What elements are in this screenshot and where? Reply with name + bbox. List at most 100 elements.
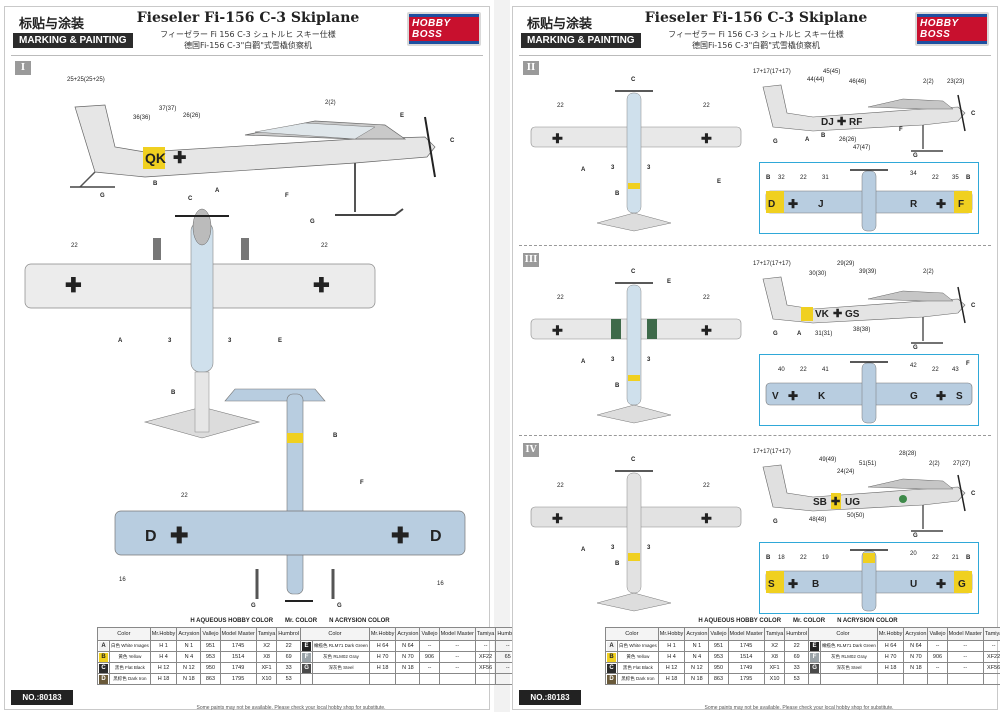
svg-text:23(23): 23(23) (947, 79, 964, 85)
color-swatch: D (605, 673, 618, 685)
product-number: NO.:80183 (11, 690, 73, 705)
col-header: Mr.Hobby (368, 627, 397, 641)
vallejo-code: 906 (419, 651, 440, 663)
svg-text:22: 22 (932, 175, 939, 181)
col-header: Color (300, 627, 370, 641)
callout-22-left: 22 (71, 243, 78, 249)
empty-cell (312, 673, 370, 685)
col-header: Tamiya (474, 627, 497, 641)
svg-text:D: D (768, 199, 775, 210)
svg-text:G: G (251, 603, 256, 609)
svg-text:✚: ✚ (701, 511, 712, 526)
model-master-code: 1749 (727, 662, 765, 674)
svg-text:22: 22 (557, 295, 564, 301)
col-header: Vallejo (708, 627, 729, 641)
mr-hobby-code: H 1 (657, 640, 686, 652)
callout-22-under: 22 (181, 493, 188, 499)
humbrol-code: 69 (784, 651, 810, 663)
callout-16-left: 16 (119, 577, 126, 583)
empty-cell (808, 673, 822, 685)
color-swatch: F (300, 651, 314, 663)
acrysion-code: N 18 (176, 673, 202, 685)
col-header: Mr.Hobby (876, 627, 905, 641)
model-master-code: 1514 (727, 651, 765, 663)
color-swatch: F (808, 651, 822, 663)
acrysion-code: N 1 (684, 640, 710, 652)
svg-text:24(24): 24(24) (837, 469, 854, 475)
svg-text:S: S (956, 391, 963, 402)
page-gutter (494, 0, 510, 712)
svg-text:✚: ✚ (701, 131, 712, 146)
svg-text:31(31): 31(31) (815, 331, 832, 337)
svg-text:B: B (153, 181, 158, 187)
page-header: 标贴与涂装 MARKING & PAINTING Fieseler Fi-156… (5, 7, 491, 53)
svg-text:43: 43 (952, 367, 959, 373)
svg-text:✚: ✚ (936, 577, 946, 591)
tamiya-code: XF56 (982, 662, 1000, 674)
svg-text:22: 22 (800, 175, 807, 181)
svg-text:A: A (118, 338, 123, 344)
col-header: Acrysion (903, 627, 929, 641)
color-swatch: G (300, 662, 314, 674)
col-header: Tamiya (763, 627, 786, 641)
svg-text:C: C (971, 303, 976, 309)
mr-hobby-code: H 18 (368, 662, 397, 674)
humbrol-code: 33 (784, 662, 810, 674)
svg-text:B: B (966, 175, 971, 181)
mr-hobby-code: H 12 (657, 662, 686, 674)
svg-text:✚: ✚ (831, 496, 840, 508)
instruction-page-right: 标贴与涂装 MARKING & PAINTING Fieseler Fi-156… (512, 6, 1000, 711)
mr-hobby-code: H 1 (149, 640, 178, 652)
svg-text:51(51): 51(51) (859, 461, 876, 467)
model-master-code: 1749 (219, 662, 257, 674)
svg-text:F: F (285, 193, 289, 199)
callout-25: 25+25(25+25) (67, 77, 105, 83)
section-number-1: I (15, 61, 31, 75)
tamiya-code: XF22 (982, 651, 1000, 663)
callout-2: 2(2) (325, 100, 336, 106)
chinese-subtitle: 德国Fi-156 C-3"白鹳"式雪橇侦察机 (184, 41, 312, 50)
svg-text:22: 22 (557, 103, 564, 109)
svg-text:26(26): 26(26) (839, 137, 856, 143)
svg-text:✚: ✚ (552, 131, 563, 146)
svg-text:✚: ✚ (936, 389, 946, 403)
tamiya-code: XF22 (474, 651, 497, 663)
col-header: Mr.Hobby (657, 627, 686, 641)
section-3-underside-box: V ✚ K G ✚ S 40 22 41 42 22 43 F (759, 354, 979, 426)
svg-text:✚: ✚ (788, 577, 798, 591)
section-2-underside-box: D ✚ J R ✚ F B 32 22 31 34 22 35 B (759, 162, 979, 234)
header-divider (11, 55, 483, 56)
acrysion-code: N 18 (903, 662, 929, 674)
col-header: Model Master (946, 627, 984, 641)
svg-text:E: E (717, 179, 721, 185)
svg-text:39(39): 39(39) (859, 269, 876, 275)
mr-hobby-code: H 64 (876, 640, 905, 652)
color-swatch: E (300, 640, 314, 652)
col-header: Acrysion (684, 627, 710, 641)
model-master-code: 1795 (727, 673, 765, 685)
vallejo-code: 863 (200, 673, 221, 685)
model-master-code: 1514 (219, 651, 257, 663)
acrysion-code: N 1 (176, 640, 202, 652)
color-name: 白色 White Images (617, 640, 659, 652)
color-name: 灰色 RLM02 Gray (820, 651, 878, 663)
acrysion-code: N 4 (684, 651, 710, 663)
model-master-code: -- (438, 640, 476, 652)
section-number-4: IV (523, 443, 539, 457)
color-name: 黄色 Yellow (109, 651, 151, 663)
mr-hobby-code: H 70 (368, 651, 397, 663)
mr-hobby-code: H 12 (149, 662, 178, 674)
col-header: Vallejo (200, 627, 221, 641)
empty-cell (903, 673, 929, 685)
svg-text:3: 3 (647, 545, 651, 551)
color-name: 深灰色 Steel (312, 662, 370, 674)
marking-painting-label: MARKING & PAINTING (521, 33, 641, 48)
svg-text:47(47): 47(47) (853, 145, 870, 151)
acrysion-code: N 64 (395, 640, 421, 652)
svg-text:✚: ✚ (552, 511, 563, 526)
paint-legend: H AQUEOUS HOBBY COLOR Mr. COLOR N ACRYSI… (190, 618, 390, 624)
